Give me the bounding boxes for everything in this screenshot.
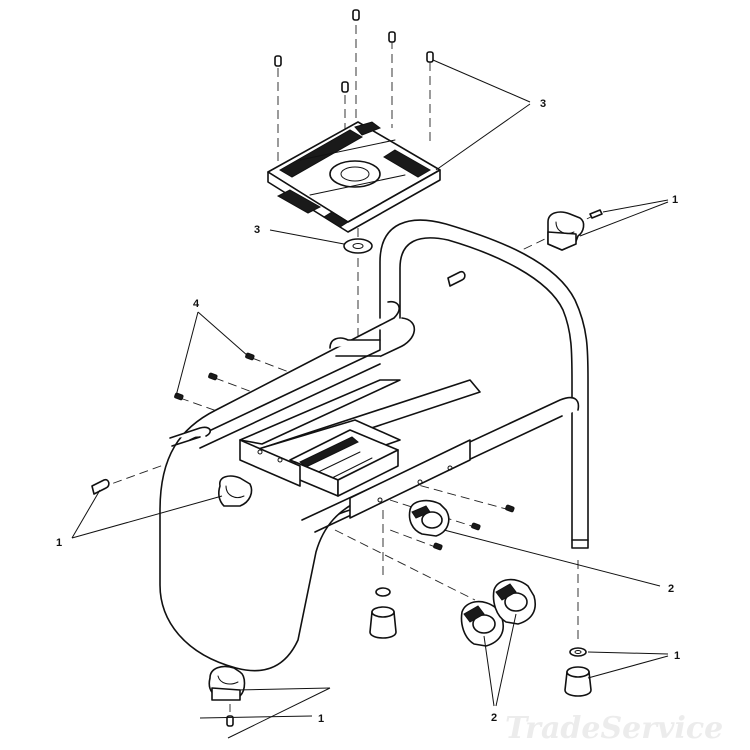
pin [91,478,110,495]
screw [426,51,434,63]
screw [471,522,481,531]
leader-lines [71,59,669,739]
screw [341,81,349,93]
screw [388,31,396,43]
callout-4: 4 [193,298,200,310]
callout-2-bottom: 2 [491,712,497,724]
bumper-screw-bottom-left [226,715,234,727]
callout-1-left: 1 [56,537,62,549]
callout-1-bottom-left: 1 [318,713,324,725]
screw [245,352,255,361]
bumper-screw-top-right [589,209,603,219]
screw [352,9,360,21]
screw [174,392,184,401]
screw [208,372,218,381]
rubber-foot-center [369,587,397,639]
pin [447,270,466,287]
screw [505,504,515,513]
rubber-foot-right [564,647,592,697]
base-plate [267,121,441,233]
callout-3-washer: 3 [254,224,260,236]
callout-1-top-right: 1 [672,194,678,206]
callout-2-center: 2 [668,583,674,595]
clamp-center [408,499,450,537]
callout-labels: 3 3 1 4 1 2 1 2 1 [56,98,680,725]
bumper-cap-top-right [547,211,585,251]
watermark-text: TradeService [505,711,723,746]
small-fasteners [91,270,515,551]
clamp-bottom-left [460,600,504,647]
engine-cradle [239,419,471,519]
screw [274,55,282,67]
bumper-cap-bottom-left [208,665,246,701]
washer [343,238,373,254]
base-plate-screws [274,9,434,93]
screw [433,542,443,551]
callout-3-top: 3 [540,98,546,110]
clamp-bottom-right [492,578,536,625]
callout-1-right: 1 [674,650,680,662]
